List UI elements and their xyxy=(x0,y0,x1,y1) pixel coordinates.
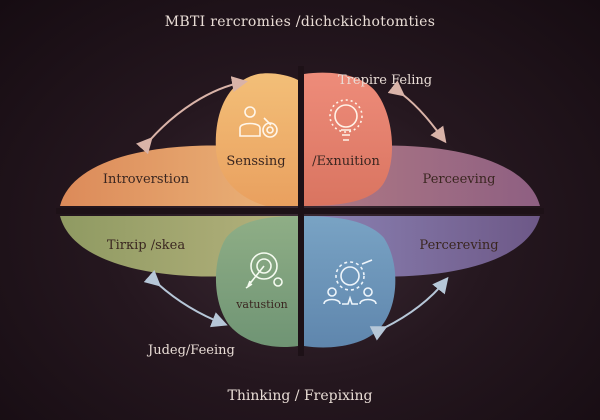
team-chart-icon xyxy=(323,259,377,305)
label-center-bl: vatustion xyxy=(236,298,288,311)
people-target-icon xyxy=(239,106,278,138)
target-arrow-icon xyxy=(245,252,283,289)
label-center-tr: /Exnuition xyxy=(312,154,380,169)
top-right-caption: Trepire Feling xyxy=(338,73,433,88)
lightbulb-icon xyxy=(329,99,363,141)
bottom-left-caption: Judeg/Feeing xyxy=(148,343,235,358)
center-bottom-right xyxy=(304,216,396,348)
arrow-top-right xyxy=(387,80,447,144)
label-left-top: Introverstion xyxy=(102,172,190,187)
diagram-title: MBTI rercromies /dichckichotomties xyxy=(164,14,436,30)
arrow-bottom-left xyxy=(143,270,228,328)
arrow-bottom-right xyxy=(369,276,449,341)
center-bottom-left xyxy=(215,216,298,348)
label-right-bottom: Percereving xyxy=(419,238,499,253)
label-left-bottom: Tirкip /skea xyxy=(106,238,186,253)
label-center-tl: Senssing xyxy=(226,154,286,169)
arrow-top-left xyxy=(136,76,248,155)
bottom-caption: Thinking / Frepixing xyxy=(227,388,373,404)
label-right-top: Perceeving xyxy=(422,172,496,187)
